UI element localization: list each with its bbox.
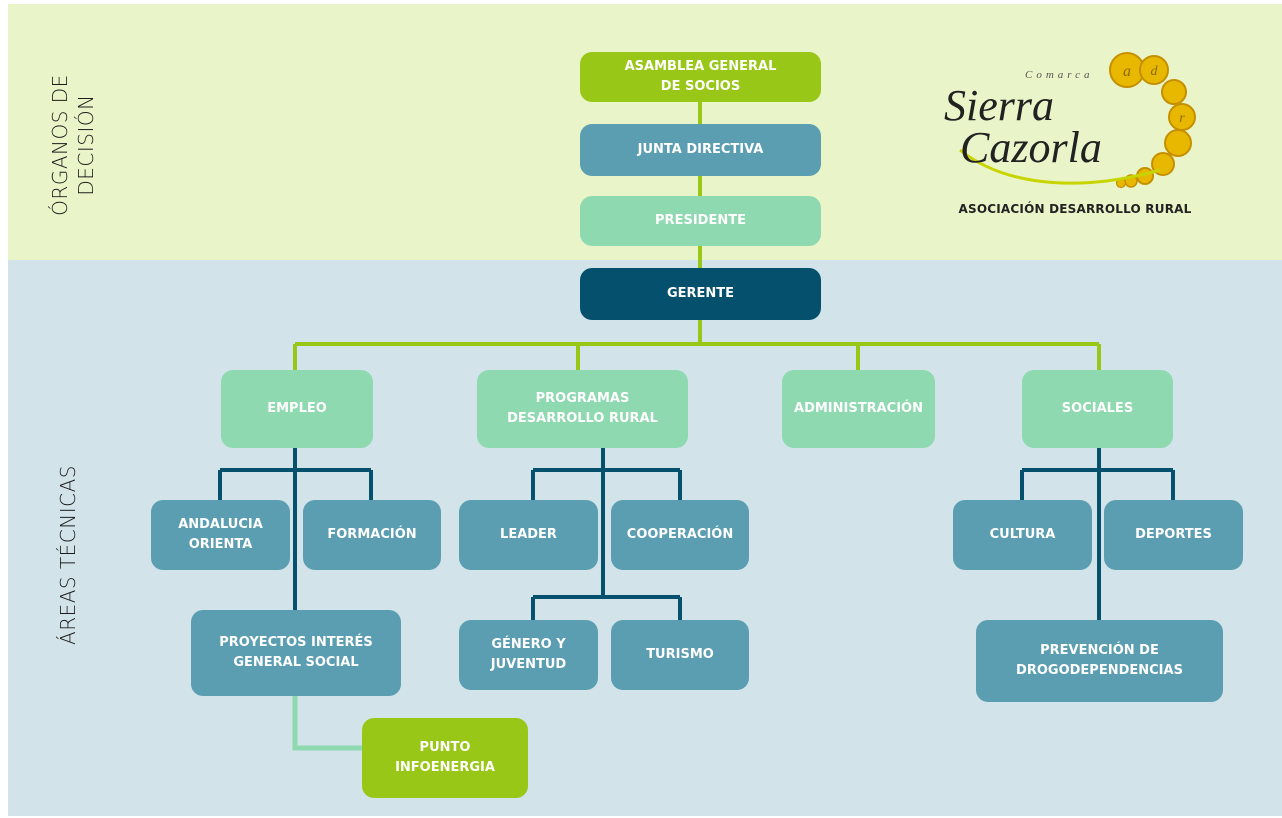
node-sociales: SOCIALES (1022, 370, 1173, 448)
node-genero-juventud: GÉNERO Y JUVENTUD (459, 620, 598, 690)
node-cooperacion: COOPERACIÓN (611, 500, 749, 570)
logo-coins-graphic (1109, 52, 1196, 189)
node-leader: LEADER (459, 500, 598, 570)
node-prevencion-drogodependencias: PREVENCIÓN DE DROGODEPENDENCIAS (976, 620, 1223, 702)
comarca-sierra-cazorla-logo: a d r Comarca Sierra Cazorla (944, 52, 1196, 189)
decision-organs-label: ÓRGANOS DE DECISIÓN (48, 74, 98, 216)
node-junta-directiva: JUNTA DIRECTIVA (580, 124, 821, 176)
node-cultura: CULTURA (953, 500, 1092, 570)
logo-seal-letter: d (1151, 64, 1159, 79)
node-formacion: FORMACIÓN (303, 500, 441, 570)
technical-areas-label: ÁREAS TÉCNICAS (56, 465, 80, 645)
node-gerente: GERENTE (580, 268, 821, 320)
connector-proyectos-punto (292, 696, 362, 751)
node-punto-infoenergia: PUNTO INFOENERGIA (362, 718, 528, 798)
node-proyectos-interes-general-social: PROYECTOS INTERÉS GENERAL SOCIAL (191, 610, 401, 696)
logo-comarca-text: Comarca (1025, 69, 1094, 81)
logo-seal-letter: a (1123, 63, 1131, 80)
node-empleo: EMPLEO (221, 370, 373, 448)
node-administracion: ADMINISTRACIÓN (782, 370, 935, 448)
node-andalucia-orienta: ANDALUCIA ORIENTA (151, 500, 290, 570)
logo-subtitle: ASOCIACIÓN DESARROLLO RURAL (958, 202, 1192, 216)
node-programas-desarrollo-rural: PROGRAMAS DESARROLLO RURAL (477, 370, 688, 448)
logo-cazorla-text: Cazorla (960, 123, 1102, 172)
logo-sierra-text: Sierra (944, 81, 1054, 130)
node-turismo: TURISMO (611, 620, 749, 690)
node-presidente: PRESIDENTE (580, 196, 821, 246)
logo-seal-letter: r (1179, 111, 1185, 126)
node-deportes: DEPORTES (1104, 500, 1243, 570)
logo-swoosh (959, 148, 1161, 185)
node-asamblea-general: ASAMBLEA GENERAL DE SOCIOS (580, 52, 821, 102)
